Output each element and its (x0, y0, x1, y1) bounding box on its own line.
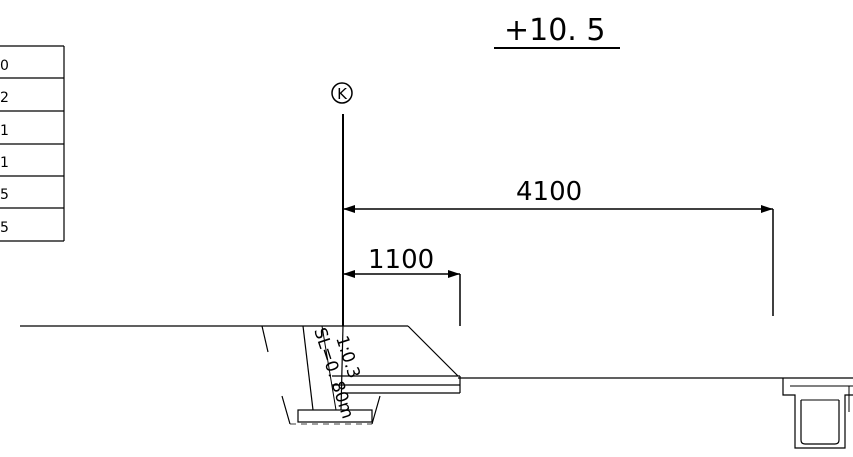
dimension-offset: 1100 (343, 245, 461, 326)
retaining-wall (261, 325, 381, 425)
table-cell: 5 (0, 220, 9, 236)
axis-marker-label: K (337, 85, 348, 103)
slope-line (407, 325, 459, 377)
dimension-overall: 4100 (343, 177, 774, 316)
wall-footing (297, 409, 373, 423)
dimension-label-offset: 1100 (368, 245, 434, 275)
table-cell: 2 (0, 90, 9, 106)
table-cell: 5 (0, 187, 9, 203)
axis-marker: K (331, 82, 353, 326)
axis-marker-circle (331, 82, 353, 104)
elevation-label: +10. 5 (504, 13, 605, 48)
slab (332, 375, 461, 394)
table-cell: 0 (0, 58, 9, 74)
side-table: 0 2 1 1 5 5 (0, 45, 65, 242)
gutter-channel (782, 378, 853, 449)
elevation-marker: +10. 5 (494, 13, 620, 49)
dimension-label-overall: 4100 (516, 177, 582, 207)
table-cell: 1 (0, 155, 9, 171)
table-cell: 1 (0, 123, 9, 139)
